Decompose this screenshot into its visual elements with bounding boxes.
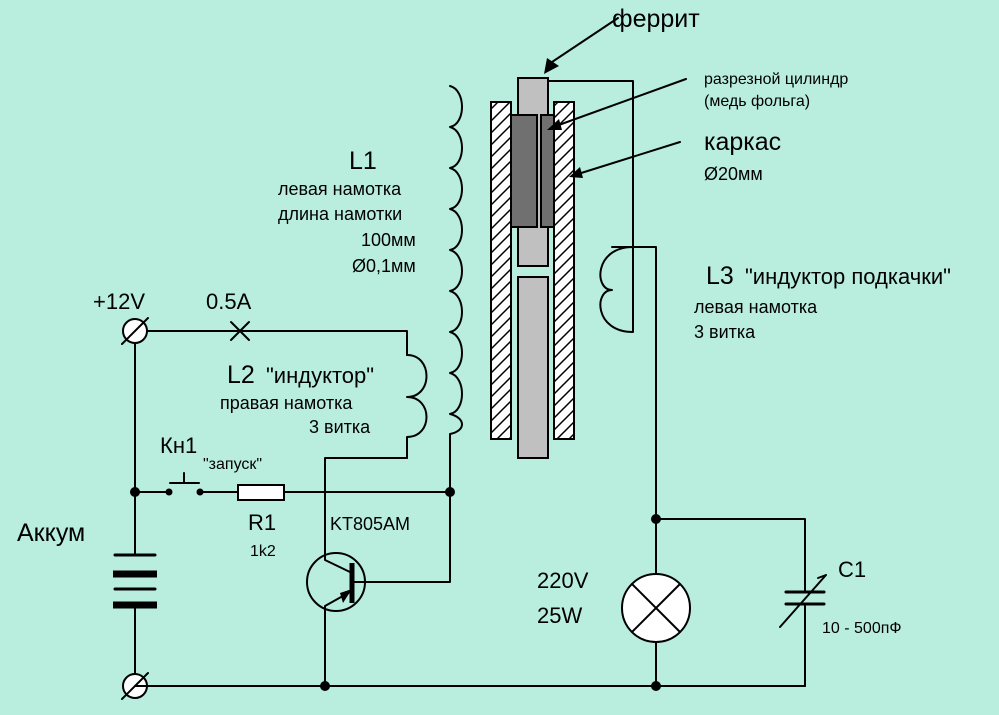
label-r1: R1: [248, 510, 276, 535]
label-l2-name: L2: [227, 361, 255, 389]
label-frame-diameter: Ø20мм: [704, 164, 763, 184]
l3-output-wire: [611, 246, 657, 520]
label-l1-line3: 100мм: [361, 230, 416, 250]
junction-dots: [130, 487, 661, 691]
l1-winding: [449, 85, 463, 493]
label-l1-line4: Ø0,1мм: [352, 256, 416, 276]
battery-symbol: [113, 553, 157, 609]
capacitor-c1-symbol: [779, 574, 827, 628]
label-button: Кн1: [160, 433, 197, 458]
supply-wire: [134, 330, 408, 356]
label-l1-title: L1: [349, 147, 377, 175]
label-cylinder-line2: (медь фольга): [704, 93, 810, 110]
label-l1-line1: левая намотка: [278, 179, 402, 199]
frame-left-wall: [490, 101, 512, 440]
fuse-symbol: [230, 321, 250, 341]
ferrite-rod-lower: [517, 276, 549, 459]
label-l2-line2: 3 витка: [309, 417, 371, 437]
label-l3-line1: левая намотка: [694, 297, 818, 317]
label-fuse: 0.5A: [206, 289, 252, 314]
label-l3-title: "индуктор подкачки": [745, 264, 951, 289]
capacitor-top-wire: [655, 518, 806, 591]
foil-cylinder-left: [510, 114, 538, 228]
label-l2-line1: правая намотка: [220, 393, 353, 413]
frame-right-wall: [553, 101, 575, 440]
label-button-note: "запуск": [203, 456, 262, 473]
label-l1-line2: длина намотки: [278, 204, 402, 224]
leader-lines: [544, 17, 687, 178]
label-frame-title: каркас: [704, 128, 781, 156]
button-kn1-symbol: [165, 472, 204, 496]
terminal-positive: [121, 317, 149, 345]
resistor-r1: [237, 484, 285, 501]
node-to-base-wire: [364, 491, 451, 583]
label-voltage: +12V: [93, 289, 145, 314]
label-l2-title: "индуктор": [266, 363, 374, 388]
lamp-symbol: [621, 573, 691, 643]
label-l3-name: L3: [706, 262, 734, 290]
frame-to-l3-wire: [547, 80, 634, 248]
label-ferrite: феррит: [612, 5, 700, 33]
label-lamp-power: 25W: [537, 603, 582, 628]
l2-to-collector-wire: [324, 457, 408, 544]
label-l3-line2: 3 витка: [694, 322, 756, 342]
coil-assembly: [490, 77, 634, 459]
label-r1-value: 1k2: [250, 543, 276, 560]
transistor-symbol: [306, 542, 366, 687]
label-transistor: KT805AM: [330, 514, 410, 534]
label-lamp-voltage: 220V: [537, 568, 589, 593]
label-c1: C1: [838, 557, 866, 582]
label-battery: Аккум: [17, 519, 85, 547]
l2-winding: [406, 354, 428, 459]
label-c1-value: 10 - 500пФ: [822, 620, 902, 637]
foil-cylinder-right: [540, 114, 555, 228]
label-cylinder-line1: разрезной цилиндр: [704, 71, 848, 88]
l3-winding: [599, 246, 634, 333]
